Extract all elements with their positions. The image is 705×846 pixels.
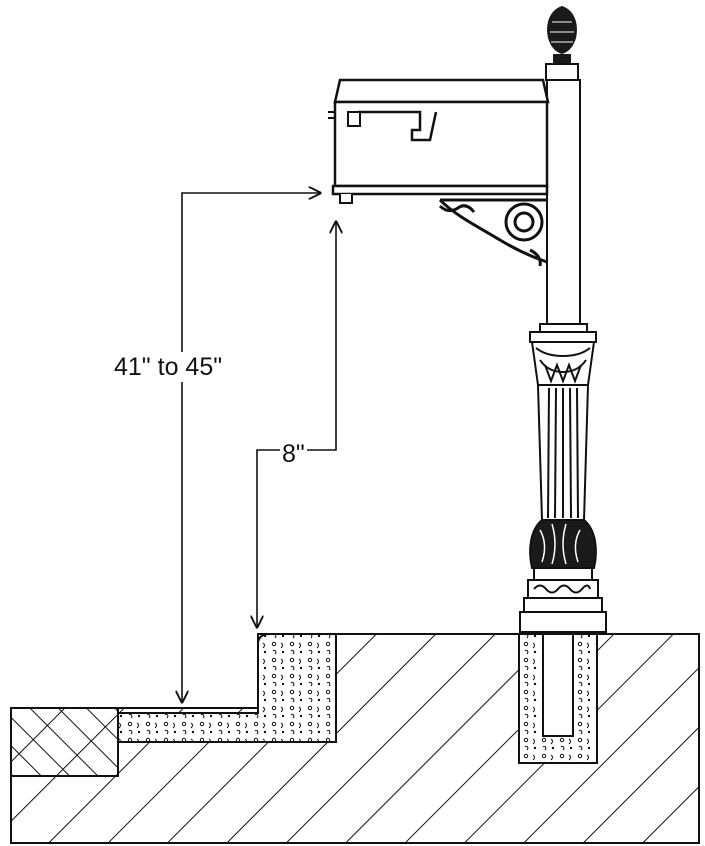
- mailbox-lid: [333, 78, 550, 104]
- scroll-bracket: [438, 198, 548, 267]
- mailbox-bottom-rail: [331, 184, 549, 196]
- curb-setback-dimension-label: 8": [280, 439, 307, 469]
- post-capital: [530, 341, 596, 386]
- mailbox-body: [333, 100, 549, 188]
- dimension-lines: [182, 193, 336, 702]
- post-footing: [518, 633, 598, 764]
- mailbox-post: [519, 6, 607, 633]
- dimension-height-leader: [182, 193, 320, 702]
- mailbox-handle: [358, 110, 438, 142]
- dimension-setback-leader: [257, 222, 336, 627]
- post-shaft: [546, 79, 581, 325]
- post-base-ornament: [519, 519, 607, 633]
- ground: [10, 633, 700, 844]
- mailbox-height-dimension-label: 41" to 45": [112, 352, 225, 382]
- post-column: [536, 384, 590, 521]
- post-finial: [545, 6, 579, 81]
- mailbox: [328, 78, 550, 204]
- street-section: [10, 707, 119, 777]
